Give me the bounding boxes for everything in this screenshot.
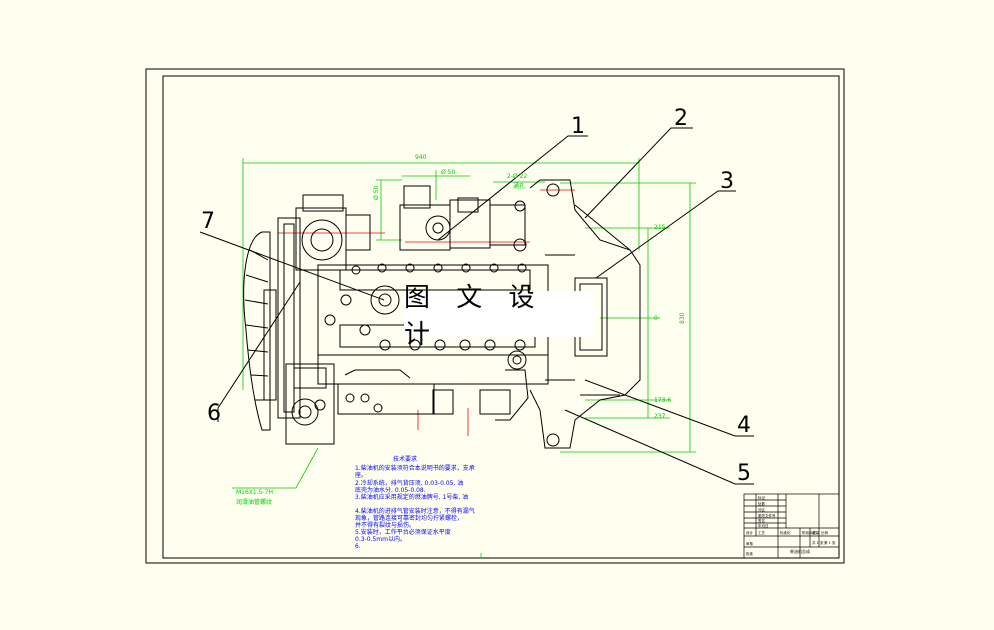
title-row-label: 更改文件号 bbox=[758, 513, 776, 518]
tech-notes-title: 技术要求 bbox=[393, 455, 417, 463]
title-drawing-name: 柴油机总成 bbox=[790, 548, 810, 554]
tech-note-line: 底壳为油水分, 0.05-0.08. bbox=[355, 486, 426, 494]
watermark-text: 图 文 设 计 bbox=[404, 283, 544, 350]
thread-spec: M16X1.5-7H bbox=[236, 489, 273, 496]
title-row-label: 年月日 bbox=[758, 523, 769, 528]
callout-3: 3 bbox=[720, 169, 734, 194]
callout-4: 4 bbox=[737, 413, 751, 438]
title-sheet-no: 第 1 张 bbox=[824, 540, 836, 545]
dim-vertical-left: Ø 50 bbox=[373, 186, 380, 200]
title-weight: 重量 bbox=[812, 530, 820, 535]
dim-bolt-spec: 2-Ø 22 bbox=[507, 173, 527, 180]
title-block-texts: 标记 处数 分区 更改文件号 签名 年月日 设计 审核 工艺 标准化 批准 阶段… bbox=[746, 495, 836, 556]
tech-note-line: 并不得有裂纹与损伤。 bbox=[355, 521, 415, 529]
callout-numbers: 1 2 3 4 5 6 7 bbox=[201, 106, 751, 486]
dim-right-lower-2: 237 bbox=[654, 413, 666, 420]
title-stage: 阶段标记 bbox=[802, 530, 816, 535]
thread-note: 润滑油管螺纹 bbox=[236, 498, 272, 506]
tech-note-line: 1.柴油机的安装须符合本说明书的要求，支承 bbox=[355, 464, 475, 472]
title-standard: 标准化 bbox=[780, 530, 791, 535]
tech-note-line: 6. bbox=[355, 543, 361, 550]
title-process: 工艺 bbox=[758, 530, 766, 535]
tech-note-line: 座。 bbox=[355, 471, 367, 479]
dim-right-center: 0 bbox=[654, 315, 658, 322]
tech-note-line: 4.柴油机的进排气管安装时注意，不得有漏气 bbox=[355, 507, 475, 515]
dim-overall-length: 940 bbox=[415, 154, 427, 161]
outer-frame bbox=[145, 68, 845, 564]
title-row-label: 标记 bbox=[758, 495, 766, 500]
watermark-box: 图 文 设 计 bbox=[404, 283, 594, 350]
title-row-label: 分区 bbox=[758, 507, 766, 512]
dim-right-lower-1: 173.6 bbox=[654, 397, 671, 404]
title-designer: 设计 bbox=[746, 530, 754, 535]
tech-note-line: 2.冷却系统，排气背压须, 0.03-0.05, 油 bbox=[355, 479, 463, 487]
dim-overall-height: 830 bbox=[679, 312, 686, 324]
inner-frame bbox=[162, 75, 840, 559]
title-scale: 比例 bbox=[821, 530, 829, 535]
title-row-label: 签名 bbox=[758, 518, 765, 523]
dimension-lines bbox=[232, 158, 696, 557]
tech-note-line: 现象，管路连接可靠密封均匀拧紧螺栓， bbox=[355, 514, 463, 522]
dim-pipe-diameter: Ø 50 bbox=[441, 169, 455, 176]
dimension-texts: 940 Ø 50 2-Ø 22 通孔 Ø 50 215 0 173.6 237 … bbox=[236, 154, 686, 506]
technical-notes: 技术要求 1.柴油机的安装须符合本说明书的要求，支承 座。 2.冷却系统，排气背… bbox=[355, 455, 475, 550]
title-checker: 审核 bbox=[746, 541, 754, 546]
title-approve: 批准 bbox=[746, 551, 754, 556]
tech-note-line: 0.3-0.5mm以内。 bbox=[355, 535, 406, 543]
callout-1: 1 bbox=[571, 114, 585, 139]
callout-2: 2 bbox=[674, 106, 688, 131]
title-row-label: 处数 bbox=[758, 501, 766, 506]
title-block bbox=[743, 493, 840, 559]
callout-6: 6 bbox=[207, 401, 221, 426]
tech-note-line: 3.柴油机应采用规定的燃油牌号, 1号柴, 油 bbox=[355, 493, 468, 501]
callout-7: 7 bbox=[201, 209, 215, 234]
dim-bolt-note: 通孔 bbox=[513, 182, 525, 190]
title-sheet-total: 共 1 张 bbox=[812, 540, 824, 545]
dim-right-upper: 215 bbox=[654, 224, 666, 231]
callout-5: 5 bbox=[737, 461, 751, 486]
callout-leaders bbox=[199, 127, 754, 485]
tech-note-line: 5.安装时，工作平台必须保证水平度 bbox=[355, 528, 451, 536]
